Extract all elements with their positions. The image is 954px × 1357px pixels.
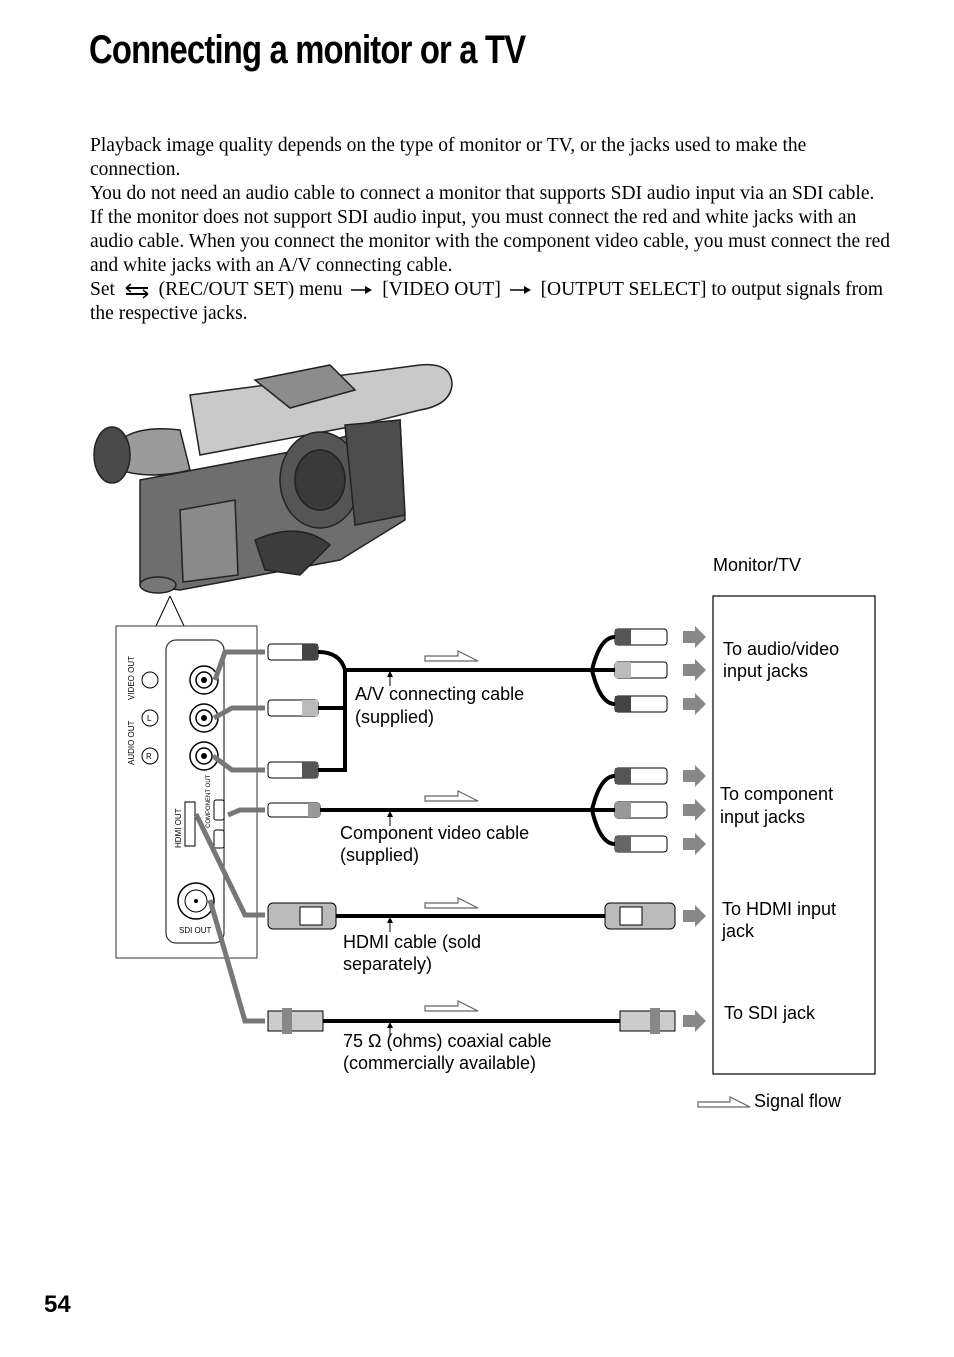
sdi-jack-label: To SDI jack — [724, 1003, 816, 1023]
page-title: Connecting a monitor or a TV — [89, 28, 526, 72]
av-cable — [317, 635, 616, 772]
page-number: 54 — [44, 1291, 71, 1318]
video-out-item: [VIDEO OUT] — [382, 279, 501, 300]
panel-label-hdmi-out: HDMI OUT — [174, 808, 183, 848]
hdmi-plug-left — [267, 902, 337, 930]
bnc-plug-right — [619, 1008, 676, 1034]
rec-out-set-menu-icon — [125, 282, 149, 299]
signal-flow-legend-label: Signal flow — [754, 1091, 842, 1111]
hdmi-plug-right — [604, 902, 676, 930]
jack-pointer-arrows — [193, 649, 265, 1024]
component-plug-right-1 — [614, 767, 668, 785]
monitor-tv-box — [712, 595, 876, 1075]
panel-label-video-out: VIDEO OUT — [127, 656, 136, 700]
callout-line — [155, 595, 171, 627]
panel-label-l: L — [147, 714, 152, 723]
av-plug-right-2 — [614, 661, 668, 679]
hdmi-out-jack — [184, 801, 196, 847]
av-plug-audio-r-left — [267, 761, 319, 779]
component-cable-label: Component video cable(supplied) — [340, 823, 529, 865]
intro-text: Playback image quality depends on the ty… — [90, 134, 890, 326]
sdi-out-jack — [177, 882, 215, 920]
component-plug-left — [267, 802, 321, 818]
signal-flow-legend-arrow — [697, 1096, 751, 1108]
component-cable — [320, 774, 616, 846]
right-arrow-icon — [351, 286, 373, 294]
instruction-rest: to output signals from the respective ja… — [90, 279, 884, 324]
set-word: Set — [90, 279, 115, 300]
panel-label-component-out: COMPONENT OUT — [206, 774, 212, 828]
usb-jack — [213, 829, 225, 849]
av-cable-label: A/V connecting cable(supplied) — [355, 684, 524, 727]
bnc-plug-left — [267, 1008, 324, 1034]
camcorder-illustration — [93, 363, 453, 594]
video-out-jack — [189, 665, 219, 695]
intro-paragraph-3: Set (REC/OUT SET) menu [VIDEO OUT] [OUTP… — [90, 278, 890, 326]
intro-paragraph-2: You do not need an audio cable to connec… — [90, 183, 890, 276]
monitor-tv-label: Monitor/TV — [713, 555, 801, 575]
component-out-jack — [213, 799, 225, 821]
panel-label-audio-out: AUDIO OUT — [127, 720, 136, 765]
av-plug-right-3 — [614, 695, 668, 713]
coax-cable-label: 75 Ω (ohms) coaxial cable(commercially a… — [343, 1031, 552, 1073]
intro-paragraph-1: Playback image quality depends on the ty… — [90, 135, 807, 180]
video-out-indicator — [141, 671, 159, 689]
av-plug-video-left — [267, 643, 319, 661]
callout-line — [169, 595, 185, 627]
component-plug-right-2 — [614, 801, 668, 819]
audio-r-jack — [189, 741, 219, 771]
audio-r-indicator — [141, 747, 159, 765]
menu-name: (REC/OUT SET) menu — [158, 279, 343, 300]
signal-flow-arrows — [424, 650, 479, 1012]
panel-label-sdi-out: SDI OUT — [179, 926, 212, 935]
av-plug-right-1 — [614, 628, 668, 646]
audio-l-jack — [189, 703, 219, 733]
av-plug-audio-l-left — [267, 699, 319, 717]
right-arrow-icon — [509, 286, 531, 294]
component-plug-right-3 — [614, 835, 668, 853]
output-select-item: [OUTPUT SELECT] — [540, 279, 707, 300]
panel-label-r: R — [146, 752, 152, 761]
plug-in-arrows — [683, 626, 706, 1032]
audio-l-indicator — [141, 709, 159, 727]
